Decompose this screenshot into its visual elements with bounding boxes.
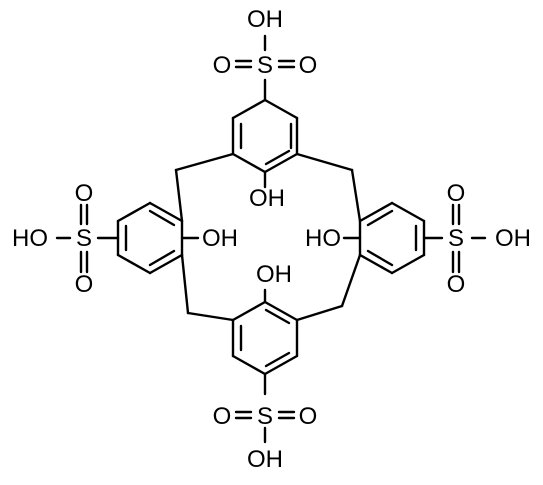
right-o-down-label: O [447,271,466,298]
right-oh-label: OH [495,225,531,252]
right-ring [358,201,426,275]
top-ring [231,98,299,174]
left-ho-label: HO [12,225,48,252]
left-o-up-label: O [75,180,94,207]
bottom-s-label: S [257,403,273,430]
methylene-bridges [174,152,362,322]
top-oh-label: OH [247,6,283,33]
top-o-right-label: O [299,52,318,79]
top-sulfonate [234,34,296,69]
bottom-oh-label: OH [247,446,283,473]
right-o-up-label: O [447,180,466,207]
left-ring [116,201,184,275]
right-s-label: S [448,225,464,252]
bottom-ring [231,300,299,376]
right-sulfonate [451,203,487,274]
top-o-left-label: O [213,52,232,79]
left-o-down-label: O [75,271,94,298]
left-s-label: S [76,225,92,252]
bottom-o-left-label: O [213,403,232,430]
left-sulfonate [55,203,89,274]
left-phenol-oh-label: OH [202,225,238,252]
right-phenol-ho-label: HO [305,225,341,252]
bottom-o-right-label: O [299,403,318,430]
bottom-sulfonate [234,410,296,444]
lower-phenol-oh-label: OH [256,261,292,288]
top-s-label: S [257,52,273,79]
upper-phenol-oh-label: OH [249,185,285,212]
